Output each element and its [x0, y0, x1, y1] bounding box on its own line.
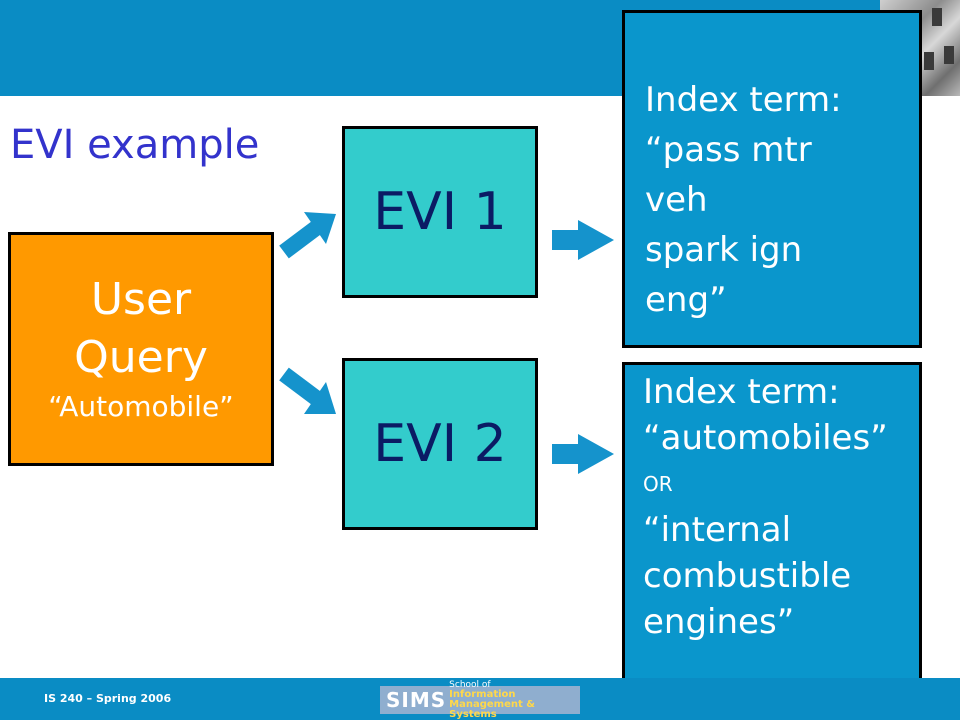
logo-line-1: School of	[449, 680, 491, 690]
logo-line-2: Information Management & Systems	[449, 689, 535, 720]
index-1-line: veh	[645, 180, 708, 220]
index-1-line: spark ign	[645, 230, 803, 270]
index-1-line: “pass mtr	[645, 130, 812, 170]
evi-2-box: EVI 2	[342, 358, 538, 530]
logo-main: SIMS	[386, 688, 447, 712]
query-line-2: Query	[74, 332, 208, 383]
slide-title: EVI example	[10, 122, 260, 168]
arrow-icon	[552, 434, 614, 474]
course-footer: IS 240 – Spring 2006	[44, 692, 172, 705]
evi-1-box: EVI 1	[342, 126, 538, 298]
query-line-1: User	[90, 274, 192, 325]
index-2-line: “internal	[643, 510, 792, 550]
query-line-3: “Automobile”	[48, 390, 234, 423]
index-1-line: eng”	[645, 280, 727, 320]
index-2-line: engines”	[643, 602, 795, 642]
index-term-1-box: Index term: “pass mtr veh spark ign eng”	[622, 10, 922, 348]
evi-2-label: EVI 2	[373, 414, 507, 474]
index-2-line: combustible	[643, 556, 852, 596]
index-2-line: Index term:	[643, 372, 840, 412]
user-query-box: User Query “Automobile”	[8, 232, 274, 466]
index-1-line: Index term:	[645, 80, 842, 120]
arrow-icon	[552, 220, 614, 260]
index-term-2-box: Index term: “automobiles” OR “internal c…	[622, 362, 922, 708]
sims-logo: SIMS School of Information Management & …	[380, 680, 580, 720]
index-2-line: “automobiles”	[643, 418, 888, 458]
index-2-or: OR	[643, 472, 673, 496]
arrow-icon	[279, 367, 336, 414]
evi-1-label: EVI 1	[373, 182, 507, 242]
arrow-icon	[279, 212, 336, 259]
